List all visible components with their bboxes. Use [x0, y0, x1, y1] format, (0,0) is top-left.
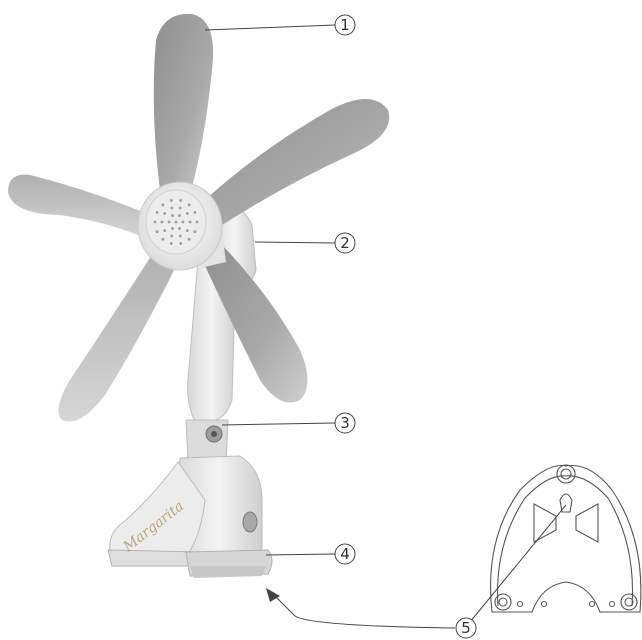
callout-3: 3: [335, 413, 355, 433]
hub-vent-hole: [179, 235, 182, 238]
base-plate-diagram: [491, 465, 641, 612]
hub-vent-hole: [163, 212, 166, 215]
hub-vent-hole: [163, 229, 166, 232]
hub-vent-hole: [170, 235, 173, 238]
svg-text:4: 4: [340, 545, 350, 563]
hub-vent-hole: [189, 221, 192, 224]
hub-vent-hole: [179, 199, 182, 202]
hub-vent-hole: [179, 242, 182, 245]
hub-vent-hole: [156, 211, 159, 214]
hub-vent-hole: [170, 242, 173, 245]
hub-vent-hole: [175, 221, 178, 224]
hub-vent-hole: [182, 221, 185, 224]
svg-text:2: 2: [340, 234, 350, 252]
callout-5: 5: [456, 618, 476, 638]
callout-1: 1: [335, 15, 355, 35]
hub-vent-hole: [161, 221, 164, 224]
hub-vent-hole: [196, 221, 199, 224]
hub-vent-hole: [162, 203, 165, 206]
hub-vent-hole: [194, 230, 197, 233]
hub-vent-hole: [162, 238, 165, 241]
hub-vent-hole: [171, 214, 174, 217]
hub-vent-hole: [178, 227, 181, 230]
hub-vent-hole: [188, 203, 191, 206]
hub-vent-hole: [194, 211, 197, 214]
hub-vent-hole: [170, 199, 173, 202]
svg-text:3: 3: [340, 414, 350, 432]
hub-vent-hole: [179, 207, 182, 210]
hub-vent-hole: [188, 238, 191, 241]
hub-vent-hole: [156, 230, 159, 233]
fan-hub: [138, 182, 222, 270]
hub-vent-hole: [186, 212, 189, 215]
svg-text:1: 1: [340, 16, 350, 34]
callout-4: 4: [335, 544, 355, 564]
hub-vent-hole: [168, 221, 171, 224]
hub-vent-hole: [171, 227, 174, 230]
hub-vent-hole: [154, 221, 157, 224]
hub-vent-hole: [170, 207, 173, 210]
arrow-head: [266, 588, 280, 602]
callout-2: 2: [335, 233, 355, 253]
hub-vent-hole: [186, 229, 189, 232]
svg-text:5: 5: [461, 619, 471, 637]
hub-vent-hole: [178, 214, 181, 217]
